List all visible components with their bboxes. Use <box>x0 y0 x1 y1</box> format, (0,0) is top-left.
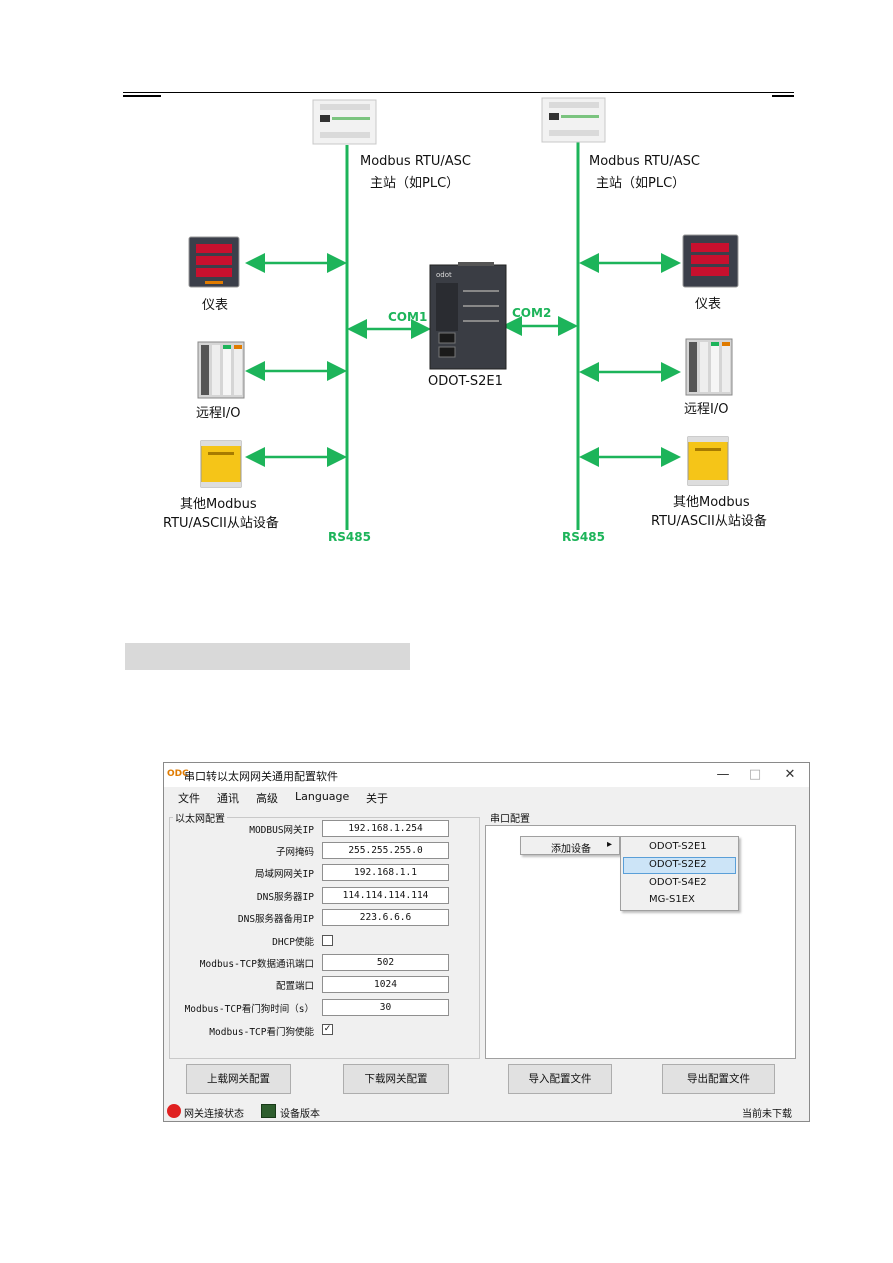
device-option-s4e2[interactable]: ODOT-S4E2 <box>649 877 707 888</box>
maximize-button[interactable]: □ <box>748 767 762 782</box>
lan-gateway-ip-input[interactable]: 192.168.1.1 <box>322 864 449 881</box>
slave-device-right-image <box>687 436 729 486</box>
subnet-mask-input[interactable]: 255.255.255.0 <box>322 842 449 859</box>
device-submenu: ODOT-S2E1 ODOT-S2E2 ODOT-S4E2 MG-S1EX <box>620 836 739 911</box>
remote-io-left-image <box>197 341 245 399</box>
tcp-port-input[interactable]: 502 <box>322 954 449 971</box>
right-slave-label-2: RTU/ASCII从站设备 <box>651 514 767 529</box>
tcp-port-label: Modbus-TCP数据通讯端口 <box>199 959 314 970</box>
device-option-highlight <box>623 857 736 874</box>
title-bar: ODC 串口转以太网网关通用配置软件 — □ ✕ <box>164 763 809 787</box>
menu-communication[interactable]: 通讯 <box>217 792 239 805</box>
menu-bar: 文件 通讯 高级 Language 关于 <box>164 787 809 807</box>
gateway-image <box>429 262 507 370</box>
dns-backup-ip-label: DNS服务器备用IP <box>237 914 314 925</box>
left-meter-label: 仪表 <box>202 298 229 313</box>
download-status-label: 当前未下载 <box>742 1109 792 1120</box>
menu-advanced[interactable]: 高级 <box>256 792 278 805</box>
remote-io-right-image <box>685 338 733 396</box>
app-logo-icon: ODC <box>167 769 189 779</box>
left-slave-label-1: 其他Modbus <box>180 497 257 512</box>
ethernet-config-group <box>169 817 480 1059</box>
minimize-button[interactable]: — <box>716 767 730 782</box>
gateway-ip-input[interactable]: 192.168.1.254 <box>322 820 449 837</box>
close-button[interactable]: ✕ <box>784 767 796 782</box>
right-slave-label-1: 其他Modbus <box>673 495 750 510</box>
plc-right-image <box>541 97 606 143</box>
meter-right-image <box>682 234 739 288</box>
dns-backup-ip-input[interactable]: 223.6.6.6 <box>322 909 449 926</box>
dns-server-ip-input[interactable]: 114.114.114.114 <box>322 887 449 904</box>
bus-right-label: RS485 <box>562 530 605 544</box>
upload-config-button[interactable]: 上载网关配置 <box>186 1064 291 1094</box>
device-option-s2e1[interactable]: ODOT-S2E1 <box>649 841 707 852</box>
left-remote-io-label: 远程I/O <box>196 406 241 421</box>
watchdog-time-input[interactable]: 30 <box>322 999 449 1016</box>
left-slave-label-2: RTU/ASCII从站设备 <box>163 516 279 531</box>
config-port-input[interactable]: 1024 <box>322 976 449 993</box>
ethernet-config-legend: 以太网配置 <box>173 810 227 825</box>
header-rule <box>123 92 794 93</box>
export-config-button[interactable]: 导出配置文件 <box>662 1064 775 1094</box>
subnet-mask-label: 子网掩码 <box>275 847 314 858</box>
dns-server-ip-label: DNS服务器IP <box>256 892 314 903</box>
submenu-arrow-icon: ▸ <box>607 839 613 850</box>
slave-device-left-image <box>200 440 242 488</box>
device-version-icon <box>261 1104 276 1118</box>
right-master-label-1: Modbus RTU/ASC <box>589 154 700 169</box>
window-title: 串口转以太网网关通用配置软件 <box>184 770 338 783</box>
device-option-mg-s1ex[interactable]: MG-S1EX <box>649 894 695 905</box>
right-master-label-2: 主站（如PLC） <box>596 176 686 191</box>
section-heading-bar <box>125 643 410 670</box>
plc-left-image <box>312 99 377 145</box>
dhcp-enable-checkbox[interactable] <box>322 935 333 946</box>
lan-gateway-ip-label: 局域网网关IP <box>255 869 314 880</box>
context-menu: 添加设备 ▸ <box>520 836 620 855</box>
com2-label: COM2 <box>512 306 552 320</box>
watchdog-enable-checkbox[interactable]: ✓ <box>322 1024 333 1035</box>
add-device-menu-item[interactable]: 添加设备 <box>551 844 591 855</box>
right-meter-label: 仪表 <box>695 297 722 312</box>
right-remote-io-label: 远程I/O <box>684 402 729 417</box>
meter-left-image <box>188 236 240 288</box>
left-master-label-2: 主站（如PLC） <box>370 176 460 191</box>
header-tick-right <box>772 95 794 97</box>
gateway-brand-text: odot <box>436 271 452 279</box>
config-software-window: ODC 串口转以太网网关通用配置软件 — □ ✕ 文件 通讯 高级 Langua… <box>163 762 810 1122</box>
left-master-label-1: Modbus RTU/ASC <box>360 154 471 169</box>
menu-about[interactable]: 关于 <box>366 792 388 805</box>
device-version-label: 设备版本 <box>280 1109 320 1120</box>
menu-language[interactable]: Language <box>295 790 350 803</box>
connection-status-icon <box>167 1104 181 1118</box>
menu-file[interactable]: 文件 <box>178 792 200 805</box>
header-tick-left <box>123 95 161 97</box>
dhcp-enable-label: DHCP使能 <box>272 937 314 948</box>
gateway-ip-label: MODBUS网关IP <box>249 825 314 836</box>
serial-config-legend: 串口配置 <box>488 810 532 825</box>
connection-status-label: 网关连接状态 <box>184 1109 244 1120</box>
watchdog-time-label: Modbus-TCP看门狗时间（s） <box>184 1004 314 1015</box>
network-diagram: odot <box>188 97 739 530</box>
import-config-button[interactable]: 导入配置文件 <box>508 1064 612 1094</box>
bus-left-label: RS485 <box>328 530 371 544</box>
config-port-label: 配置端口 <box>275 981 314 992</box>
com1-label: COM1 <box>388 310 428 324</box>
watchdog-enable-label: Modbus-TCP看门狗使能 <box>209 1027 314 1038</box>
download-config-button[interactable]: 下载网关配置 <box>343 1064 449 1094</box>
gateway-name-label: ODOT-S2E1 <box>428 374 503 389</box>
device-option-s2e2[interactable]: ODOT-S2E2 <box>649 859 707 870</box>
